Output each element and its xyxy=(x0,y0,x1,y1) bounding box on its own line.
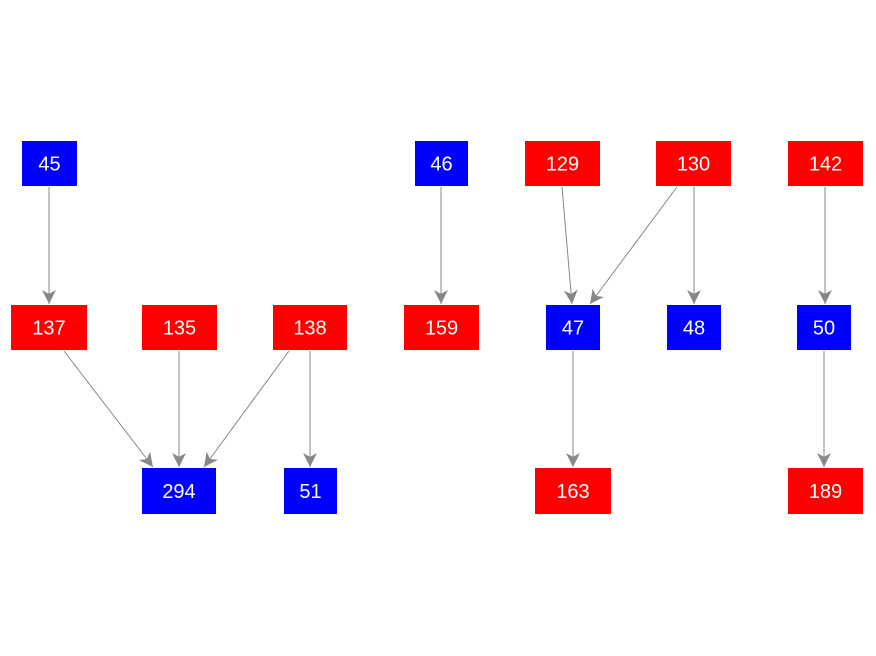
node-137: 137 xyxy=(11,305,87,350)
node-48: 48 xyxy=(667,305,721,350)
node-51-label: 51 xyxy=(299,481,321,503)
node-47-box xyxy=(546,305,600,350)
node-47-label: 47 xyxy=(562,318,584,340)
node-51-box xyxy=(284,468,337,514)
node-294-box xyxy=(142,468,216,514)
node-138: 138 xyxy=(273,305,347,350)
node-135: 135 xyxy=(142,305,217,350)
edge-138-to-294 xyxy=(203,350,290,468)
node-130-box xyxy=(656,141,731,186)
node-189-box xyxy=(788,468,863,514)
node-142-box xyxy=(788,141,863,186)
node-137-box xyxy=(11,305,87,350)
edge-130-to-47 xyxy=(589,186,678,305)
node-135-box xyxy=(142,305,217,350)
node-45-label: 45 xyxy=(38,154,60,176)
node-163: 163 xyxy=(535,468,611,514)
node-159-label: 159 xyxy=(425,318,458,340)
node-46: 46 xyxy=(415,141,468,186)
node-46-label: 46 xyxy=(430,154,452,176)
node-46-box xyxy=(415,141,468,186)
node-137-label: 137 xyxy=(32,318,65,340)
node-294: 294 xyxy=(142,468,216,514)
node-50: 50 xyxy=(797,305,851,350)
node-45-box xyxy=(22,141,77,186)
node-50-box xyxy=(797,305,851,350)
node-142: 142 xyxy=(788,141,863,186)
edge-137-to-294 xyxy=(63,350,154,468)
node-130-label: 130 xyxy=(677,154,710,176)
node-189: 189 xyxy=(788,468,863,514)
node-189-label: 189 xyxy=(809,481,842,503)
edges-layer xyxy=(42,186,832,468)
edge-129-to-47 xyxy=(561,186,578,305)
node-48-box xyxy=(667,305,721,350)
node-138-box xyxy=(273,305,347,350)
node-51: 51 xyxy=(284,468,337,514)
node-138-label: 138 xyxy=(293,318,326,340)
node-159-box xyxy=(404,305,479,350)
node-50-label: 50 xyxy=(813,318,835,340)
node-129: 129 xyxy=(525,141,600,186)
node-45: 45 xyxy=(22,141,77,186)
node-129-box xyxy=(525,141,600,186)
node-48-label: 48 xyxy=(683,318,705,340)
node-294-label: 294 xyxy=(162,481,195,503)
node-130: 130 xyxy=(656,141,731,186)
node-159: 159 xyxy=(404,305,479,350)
node-163-box xyxy=(535,468,611,514)
node-129-label: 129 xyxy=(546,154,579,176)
node-142-label: 142 xyxy=(809,154,842,176)
node-47: 47 xyxy=(546,305,600,350)
nodes-layer: 45 46 129 130 142 137 135 138 159 47 48 50 294 51 163 1… xyxy=(11,141,863,514)
node-135-label: 135 xyxy=(163,318,196,340)
node-163-label: 163 xyxy=(556,481,589,503)
